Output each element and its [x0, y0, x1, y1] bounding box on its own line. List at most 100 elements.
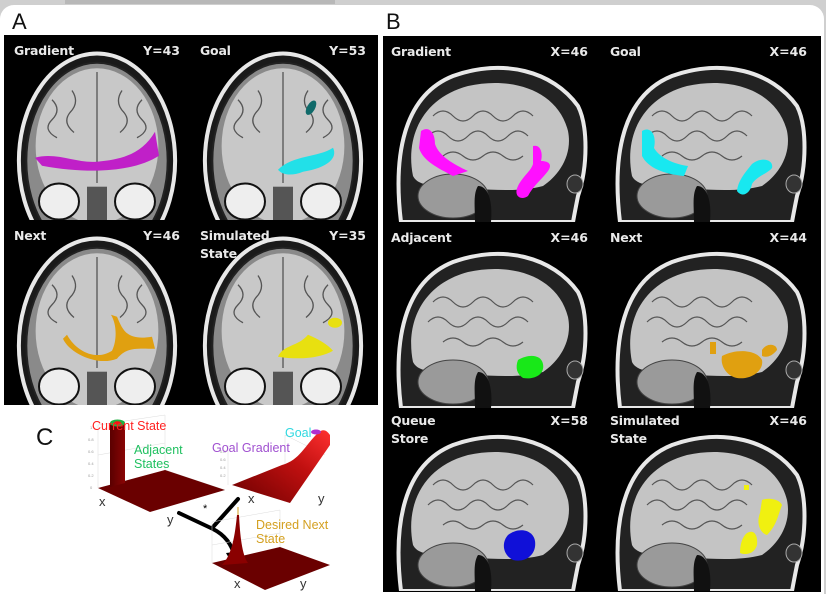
eye-orbit	[785, 174, 803, 194]
orbit-left	[38, 182, 80, 220]
plot2-surface	[232, 430, 330, 503]
combine-arrows	[177, 497, 240, 557]
slice-label-line2: State	[200, 246, 237, 261]
plot-goal-gradient: 0.8 0.6 0.4 0.2	[220, 429, 330, 503]
sagittal-slice-next-image	[615, 251, 807, 408]
cropped-caption-strip	[65, 0, 335, 4]
coronal-slice-goal-image	[202, 51, 364, 220]
plot3-x-axis-label: x	[234, 576, 241, 591]
brainstem	[693, 186, 711, 222]
plot-desired-next	[211, 507, 330, 590]
svg-text:0.8: 0.8	[220, 449, 226, 454]
slice-coordinate: Y=53	[329, 43, 366, 58]
brain-tissue	[411, 452, 569, 560]
slice-label: Goal	[610, 44, 641, 59]
gyri-pattern	[646, 110, 753, 161]
slice-label: Gradient	[391, 44, 451, 59]
goal-peak	[311, 429, 321, 435]
eye-orbit	[785, 360, 803, 380]
activation-overlay	[740, 485, 782, 555]
activation-overlay	[278, 100, 335, 175]
slice-coordinate: X=58	[550, 413, 588, 428]
coronal-slice-next-image	[16, 236, 178, 405]
orbit-left	[224, 367, 266, 405]
eye-orbit	[566, 543, 584, 563]
slice-coordinate: Y=35	[329, 228, 366, 243]
brainstem	[87, 371, 107, 405]
panel-c-diagram: 1 0.8 0.6 0.4 0.2 0 0.8 0.6 0.4 0.2	[88, 414, 330, 590]
sagittal-slice-adjacent-image	[396, 251, 588, 408]
svg-text:0.2: 0.2	[220, 473, 226, 478]
eye-orbit	[566, 360, 584, 380]
eye-orbit	[785, 543, 803, 563]
orbit-right	[300, 367, 342, 405]
activation-overlay	[419, 129, 551, 198]
plot-current-adjacent: 1 0.8 0.6 0.4 0.2 0	[88, 414, 226, 512]
label-goal-gradient: Goal Gradient	[212, 441, 290, 455]
brainstem	[273, 186, 293, 220]
plot1-x-axis-label: x	[99, 494, 106, 509]
brainstem	[273, 371, 293, 405]
orbit-left	[224, 182, 266, 220]
gyri-pattern	[427, 110, 534, 161]
slice-label-line2: Store	[391, 431, 429, 446]
sagittal-slice-goal: Goal X=46	[602, 36, 821, 222]
gyri-pattern	[47, 257, 147, 368]
plot3-y-axis-label: y	[300, 576, 307, 591]
svg-text:0.6: 0.6	[220, 457, 226, 462]
activation-overlay	[278, 317, 342, 359]
slice-coordinate: X=46	[769, 413, 807, 428]
brainstem	[693, 555, 711, 591]
brainstem	[474, 372, 492, 408]
gyri-pattern	[233, 72, 333, 183]
label-current-state: Current State	[92, 419, 167, 433]
sagittal-slice-gradient: Gradient X=46	[383, 36, 602, 222]
svg-text:0.8: 0.8	[88, 437, 94, 442]
plot3-spike	[222, 515, 248, 565]
svg-text:0: 0	[90, 485, 93, 490]
brainstem	[474, 555, 492, 591]
label-desired-next-line2: State	[256, 532, 286, 546]
orbit-right	[114, 182, 156, 220]
orbit-right	[300, 182, 342, 220]
gyri-pattern	[427, 479, 534, 530]
svg-text:0.4: 0.4	[220, 465, 226, 470]
slice-coordinate: X=46	[769, 44, 807, 59]
activation-overlay	[710, 342, 777, 379]
coronal-slice-gradient-image	[16, 51, 178, 220]
gyri-pattern	[233, 257, 333, 368]
current-state-top	[114, 421, 121, 425]
svg-text:0.2: 0.2	[88, 473, 94, 478]
label-adjacent-line1: Adjacent	[134, 443, 183, 457]
sagittal-slice-queue-store-image	[396, 434, 588, 591]
slice-coordinate: X=46	[550, 44, 588, 59]
slice-label: Adjacent	[391, 230, 452, 245]
plot2-y-axis-label: y	[318, 491, 325, 506]
label-desired-next-line1: Desired Next	[256, 518, 329, 532]
panel-letter-b: B	[386, 9, 401, 34]
panel-c: 1 0.8 0.6 0.4 0.2 0 0.8 0.6 0.4 0.2	[0, 405, 380, 594]
activation-overlay	[516, 355, 544, 379]
activation-overlay	[503, 530, 536, 561]
plot1-floor	[98, 470, 225, 512]
svg-text:0.6: 0.6	[88, 449, 94, 454]
eye-orbit	[566, 174, 584, 194]
slice-label: Gradient	[14, 43, 74, 58]
slice-label-line2: State	[610, 431, 647, 446]
svg-text:1: 1	[90, 425, 93, 430]
plot3-grid	[211, 509, 281, 563]
slice-label: Next	[610, 230, 643, 245]
plot1-y-axis-label: y	[167, 512, 174, 527]
slice-label-line1: Simulated	[200, 228, 270, 243]
brainstem	[474, 186, 492, 222]
label-goal: Goal	[285, 426, 312, 440]
multiply-operator: *	[203, 503, 208, 515]
slice-coordinate: Y=43	[143, 43, 180, 58]
